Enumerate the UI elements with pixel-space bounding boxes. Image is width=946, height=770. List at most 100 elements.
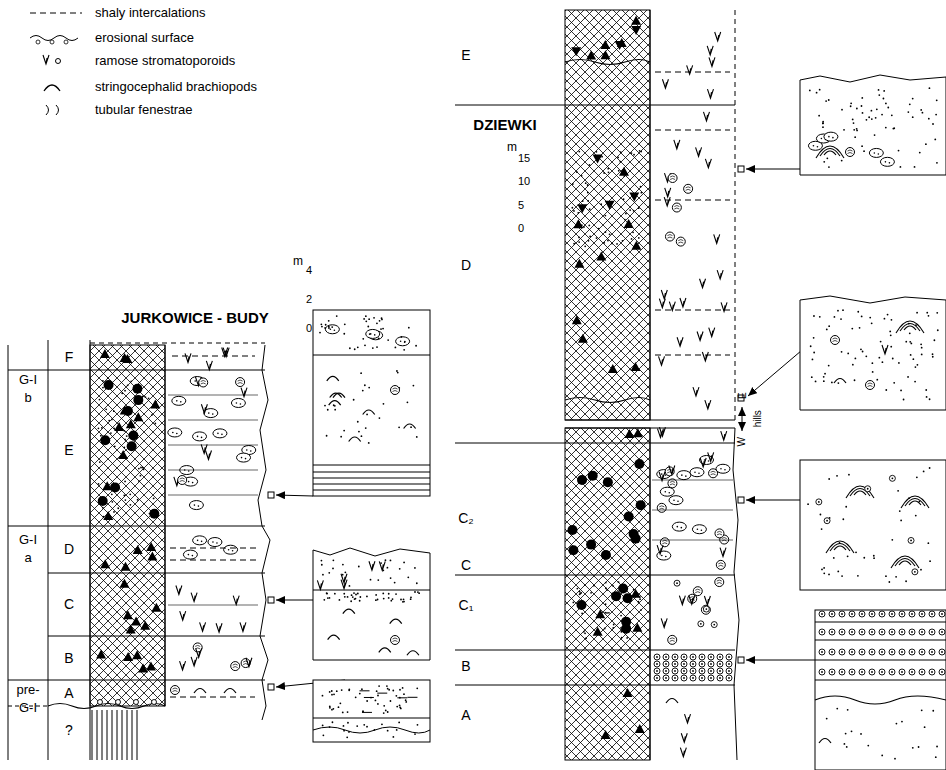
- ooid-symbol: [861, 671, 863, 673]
- stipple: [349, 585, 351, 587]
- ooid-symbol: [719, 670, 721, 672]
- stipple: [192, 482, 194, 484]
- ooid-symbol: [826, 520, 828, 522]
- ooid-symbol: [674, 656, 676, 658]
- breccia-symbol: [631, 589, 641, 598]
- stipple: [603, 172, 605, 174]
- wackestone-column: [565, 10, 650, 420]
- unit-letter: F: [65, 349, 74, 365]
- fenestra-symbol: [56, 105, 59, 115]
- nodule-symbol: [621, 624, 631, 634]
- stipple: [905, 580, 907, 582]
- stipple: [328, 327, 330, 329]
- stipple: [587, 184, 589, 186]
- breccia-symbol: [631, 241, 641, 250]
- breccia-symbol: [119, 579, 129, 588]
- brachiopod-symbol: [816, 146, 844, 158]
- stipple: [342, 574, 344, 576]
- breccia-symbol: [572, 315, 582, 324]
- unit-letter: C: [64, 596, 74, 612]
- ooid-symbol: [939, 649, 945, 655]
- stipple: [344, 571, 346, 573]
- stipple: [402, 687, 404, 689]
- ooid-symbol: [881, 613, 883, 615]
- shale-dash: [362, 712, 372, 713]
- stipple: [114, 445, 116, 447]
- stipple: [400, 340, 402, 342]
- stipple: [105, 408, 107, 410]
- stromatoporoid-symbol: [173, 688, 178, 692]
- ramose-stromatoporoid: [669, 465, 675, 474]
- stipple: [871, 118, 873, 120]
- stipple: [324, 327, 326, 329]
- stipple: [571, 207, 573, 209]
- legend-sample: [30, 13, 82, 14]
- nodule-symbol: [586, 540, 596, 550]
- bed-line: [650, 428, 651, 760]
- stipple: [378, 685, 380, 687]
- stipple: [332, 568, 334, 570]
- stipple: [821, 569, 823, 571]
- ooid-symbol: [851, 631, 853, 633]
- stipple: [828, 325, 830, 327]
- stipple: [916, 312, 918, 314]
- stipple: [380, 562, 382, 564]
- ooid-symbol: [681, 675, 687, 681]
- stipple: [854, 358, 856, 360]
- stipple: [639, 596, 641, 598]
- stipple: [589, 164, 591, 166]
- stipple: [102, 500, 104, 502]
- stipple: [883, 90, 885, 92]
- stipple: [414, 591, 416, 593]
- ooid-symbol: [931, 651, 933, 653]
- stipple: [145, 396, 147, 398]
- stipple: [208, 412, 210, 414]
- ooid-symbol: [710, 663, 712, 665]
- stipple: [124, 481, 126, 483]
- ooid-symbol: [929, 669, 935, 675]
- ooid-symbol: [819, 629, 825, 635]
- stipple: [867, 745, 869, 747]
- ramose-stromatoporoid: [661, 618, 667, 627]
- brachiopod-symbol: [407, 651, 419, 656]
- stipple: [113, 427, 115, 429]
- stipple: [842, 518, 844, 520]
- stipple: [935, 756, 937, 758]
- intraclast-symbol: [183, 550, 197, 559]
- ooid-symbol: [901, 631, 903, 633]
- stipple: [632, 231, 634, 233]
- stipple: [853, 129, 855, 131]
- ramose-stromatoporoid: [180, 661, 186, 670]
- ramose-stromatoporoid: [674, 140, 680, 149]
- stipple: [388, 689, 390, 691]
- note-label: hills: [752, 410, 764, 427]
- stipple: [123, 430, 125, 432]
- ramose-stromatoporoid: [707, 46, 713, 55]
- intraclast-symbol: [677, 471, 691, 480]
- ooid-symbol: [881, 631, 883, 633]
- stipple: [589, 236, 591, 238]
- intraclast-symbol: [168, 428, 182, 437]
- breccia-symbol: [118, 450, 128, 459]
- stipple: [850, 102, 852, 104]
- stipple: [629, 209, 631, 211]
- stipple: [585, 182, 587, 184]
- brachiopod-symbol: [390, 619, 402, 624]
- stipple: [410, 598, 412, 600]
- stipple: [824, 373, 826, 375]
- breccia-symbol: [595, 609, 605, 618]
- erosional-surface: [98, 700, 103, 705]
- ramose-stromatoporoid: [717, 270, 723, 279]
- stipple: [608, 171, 610, 173]
- intraclast-symbol: [366, 329, 380, 338]
- breccia-symbol: [635, 724, 645, 733]
- brachiopod-symbol: [891, 556, 919, 568]
- intraclast-symbol: [172, 396, 186, 405]
- stipple: [153, 498, 155, 500]
- stipple: [620, 615, 622, 617]
- stipple: [148, 397, 150, 399]
- stipple: [355, 598, 357, 600]
- stipple: [344, 596, 346, 598]
- stipple: [625, 213, 627, 215]
- stipple: [929, 398, 931, 400]
